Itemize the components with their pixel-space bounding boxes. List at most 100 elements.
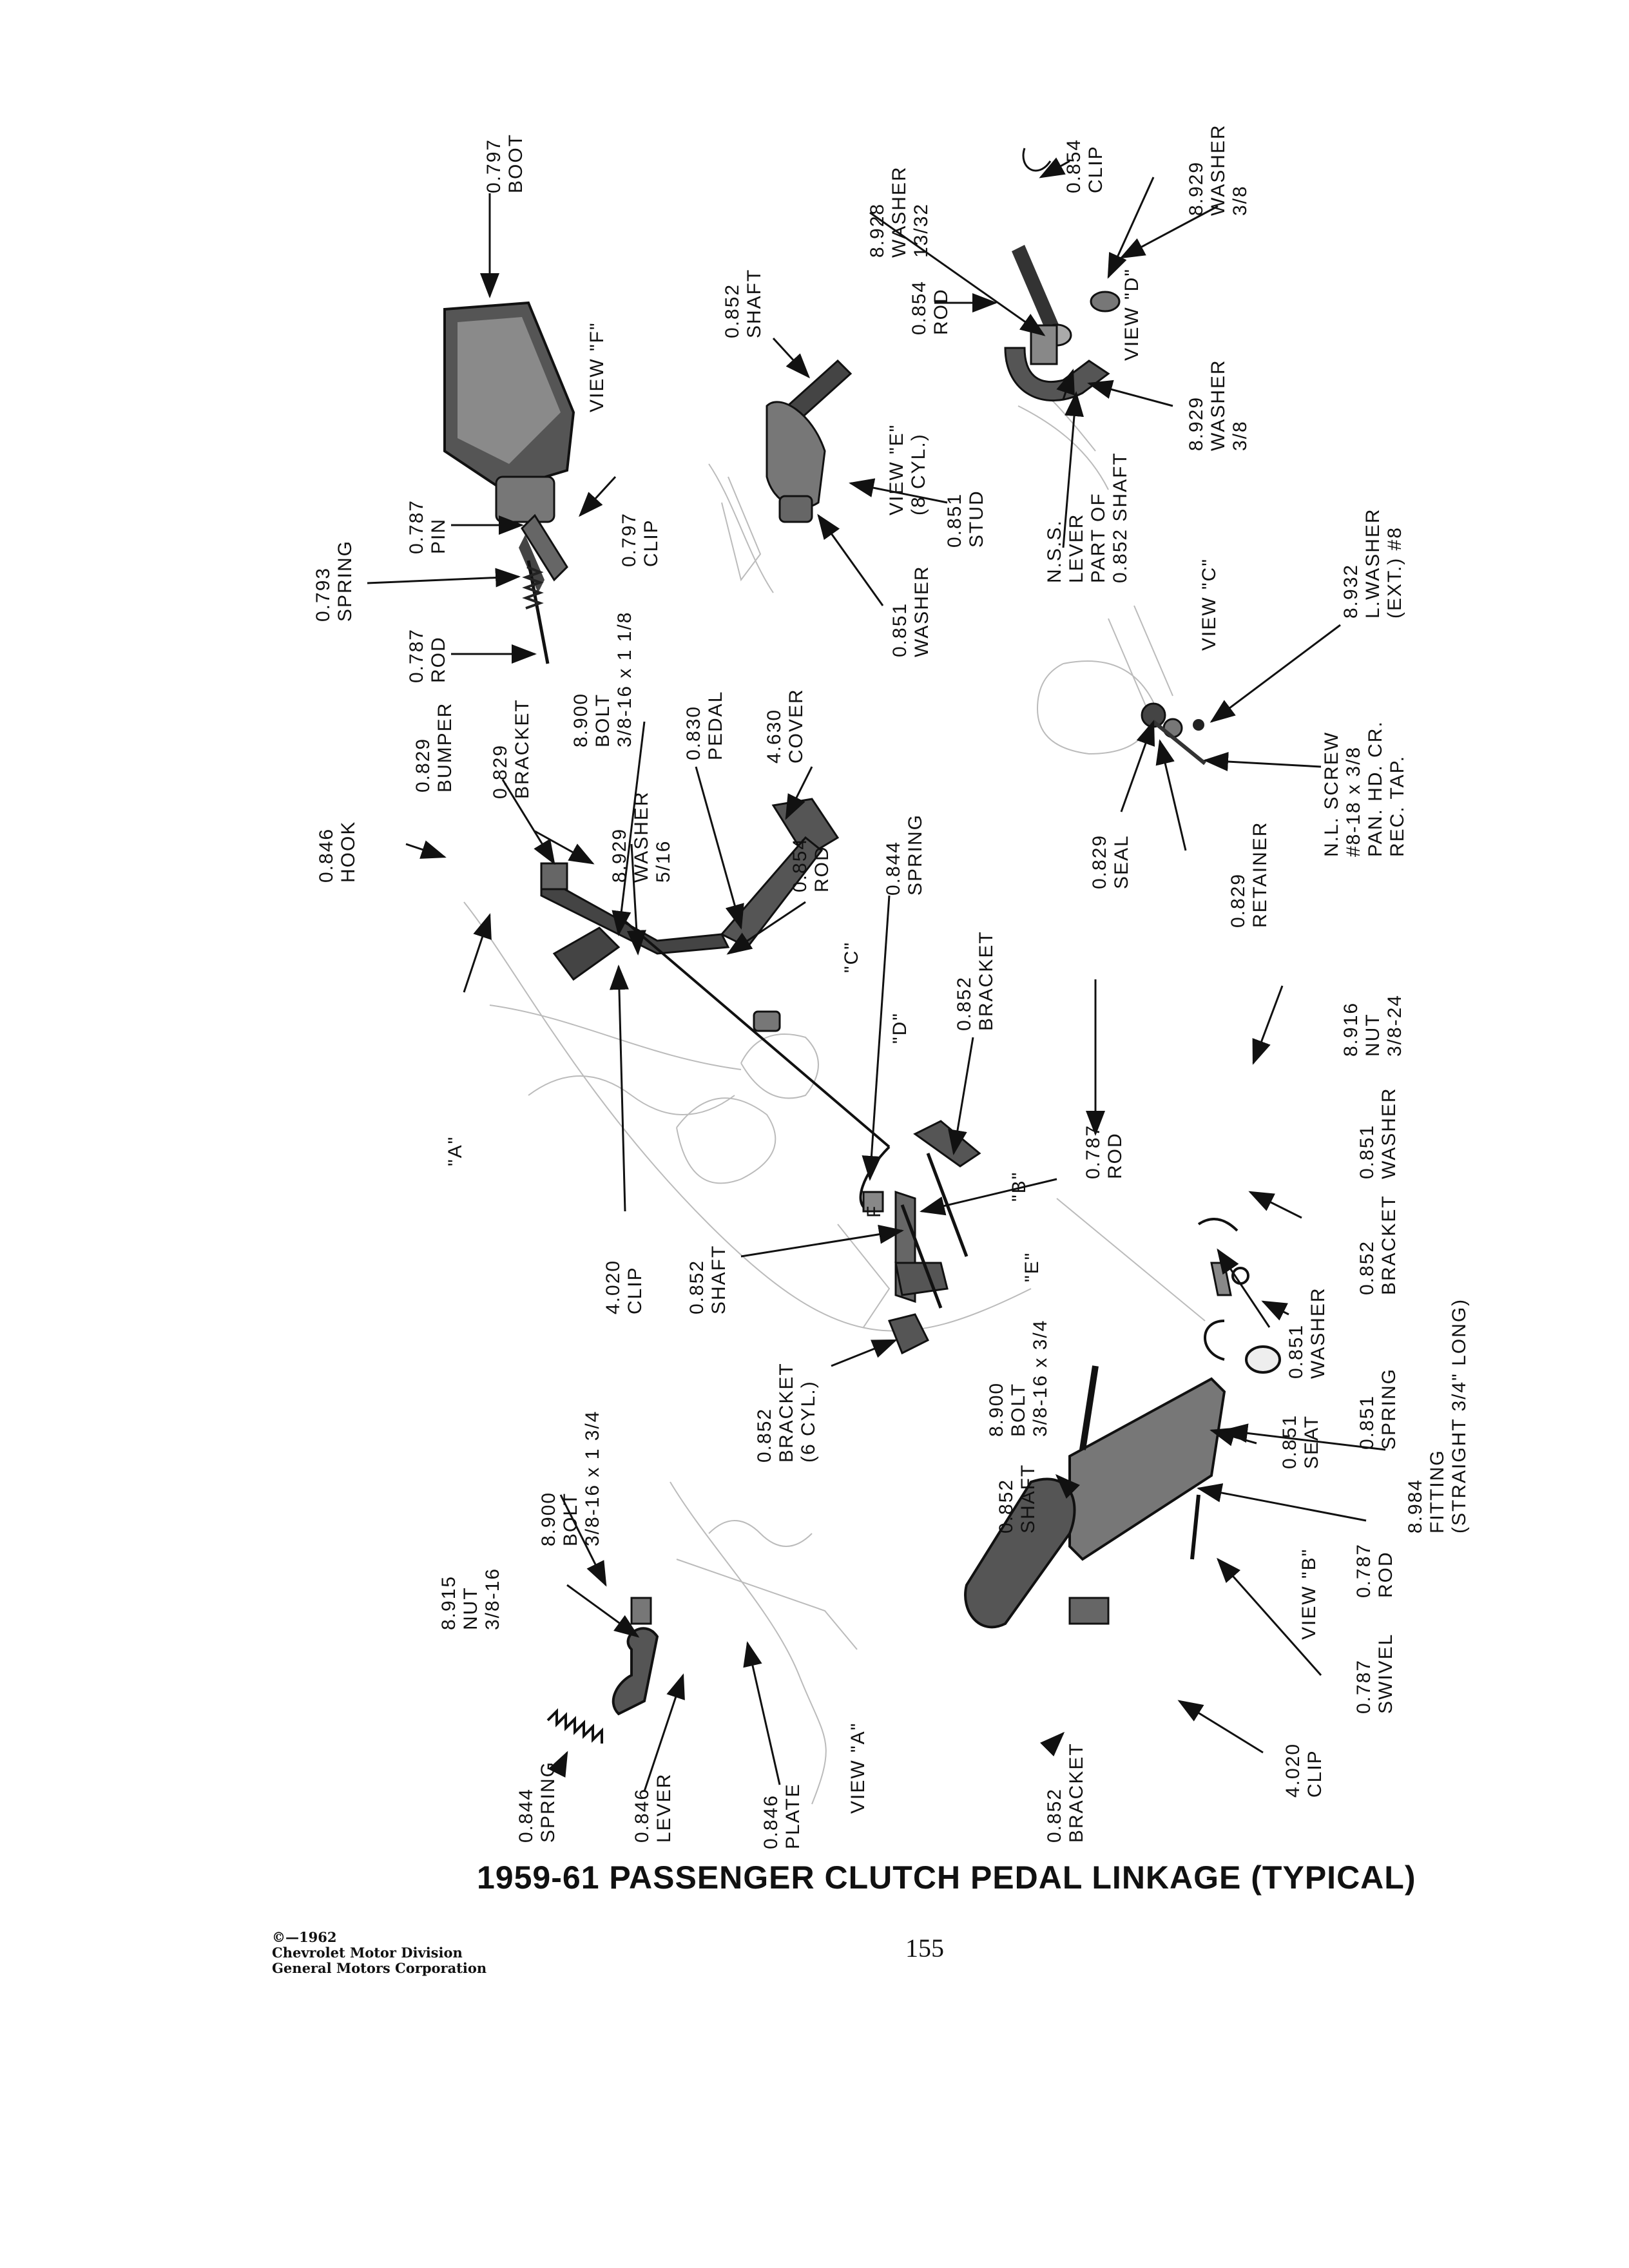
part-label-line: SHAFT bbox=[1017, 1463, 1039, 1533]
part-label-line: HOOK bbox=[338, 820, 359, 883]
part-label-line: ROD bbox=[811, 845, 833, 892]
part-label-line: 0.851 bbox=[1279, 1414, 1300, 1469]
part-label-line: PART OF bbox=[1088, 492, 1109, 583]
part-label-line: ROD bbox=[1104, 1132, 1126, 1179]
part-label-line: 0.829 bbox=[1228, 872, 1249, 928]
part-label-line: 8.929 bbox=[1186, 396, 1207, 451]
view-e-assembly bbox=[766, 359, 853, 523]
part-label-line: 0.829 bbox=[412, 737, 434, 793]
part-label-line: 0.852 bbox=[954, 975, 975, 1031]
part-label-line: 0.846 bbox=[316, 827, 337, 883]
part-label-line: ROD bbox=[930, 288, 952, 335]
part-label-line: 0.797 bbox=[619, 512, 640, 567]
part-label-line: 3/8 bbox=[1229, 420, 1251, 451]
part-label-line: 5/16 bbox=[653, 840, 674, 883]
part-label-line: (6 CYL.) bbox=[798, 1380, 819, 1463]
part-label-line: 0.787 bbox=[406, 499, 427, 554]
part-label-line: REC. TAP. bbox=[1387, 754, 1408, 857]
part-label-line: 0.852 SHAFT bbox=[1110, 452, 1131, 583]
callout-a: "A" bbox=[445, 1135, 466, 1166]
callout-f: F bbox=[863, 1204, 885, 1218]
part-label-line: COVER bbox=[786, 688, 807, 764]
part-label-line: BRACKET bbox=[512, 698, 533, 799]
view-e-line-2: (8 CYL.) bbox=[908, 433, 929, 515]
part-label-line: WASHER bbox=[1307, 1287, 1329, 1379]
part-label-line: 0.851 bbox=[1286, 1323, 1307, 1379]
part-label-line: PEDAL bbox=[705, 690, 726, 760]
part-label-line: CLIP bbox=[624, 1266, 646, 1314]
part-label-line: ROD bbox=[428, 636, 449, 683]
part-label-line: STUD bbox=[966, 490, 987, 548]
pedal-assembly bbox=[540, 798, 891, 1213]
part-label-line: NUT bbox=[460, 1586, 481, 1630]
part-label-line: 0.846 bbox=[760, 1794, 782, 1849]
part-label-line: BRACKET bbox=[976, 930, 997, 1031]
part-label-line: FITTING bbox=[1427, 1449, 1448, 1533]
part-label-line: 8.929 bbox=[1186, 160, 1207, 216]
part-label-line: 0.787 bbox=[1353, 1658, 1374, 1714]
part-label-line: WASHER bbox=[1208, 124, 1229, 216]
view-d-label: VIEW "D" bbox=[1121, 268, 1142, 361]
part-label-line: 8.900 bbox=[986, 1381, 1007, 1437]
part-label-line: WASHER bbox=[1378, 1087, 1400, 1179]
part-label-line: BOLT bbox=[560, 1492, 581, 1546]
copyright-line: Chevrolet Motor Division bbox=[272, 1945, 463, 1961]
part-label-line: 4.630 bbox=[764, 708, 785, 764]
part-label-line: 0.793 bbox=[313, 566, 334, 622]
part-label-line: 8.900 bbox=[570, 692, 592, 747]
part-label-line: 0.829 bbox=[1089, 834, 1110, 889]
part-label-line: 0.854 bbox=[1063, 138, 1084, 193]
part-label-line: LEVER bbox=[653, 1773, 675, 1843]
part-label-line: 0.830 bbox=[683, 705, 704, 760]
part-label-line: 3/8-16 x 1 1/8 bbox=[614, 611, 635, 747]
part-label-line: 3/8-16 x 3/4 bbox=[1030, 1319, 1051, 1437]
part-label-line: BUMPER bbox=[434, 702, 456, 793]
part-label-line: 0.852 bbox=[996, 1478, 1017, 1533]
part-label-line: BOLT bbox=[1008, 1382, 1029, 1437]
part-label-line: N.L. SCREW bbox=[1321, 731, 1342, 857]
part-label-line: SHAFT bbox=[708, 1244, 729, 1314]
part-label-line: 8.929 bbox=[609, 827, 630, 883]
callout-e: "E" bbox=[1021, 1251, 1043, 1282]
part-label-line: 0.852 bbox=[1356, 1240, 1378, 1295]
callout-c: "C" bbox=[841, 941, 862, 973]
part-label-line: LEVER bbox=[1066, 513, 1087, 583]
part-label-line: 0.854 bbox=[909, 280, 930, 335]
part-label-line: BRACKET bbox=[1378, 1195, 1400, 1295]
copyright-block: ©—1962 Chevrolet Motor Division General … bbox=[272, 1930, 487, 1976]
callout-d: "D" bbox=[889, 1012, 911, 1044]
part-label-line: SPRING bbox=[1378, 1367, 1400, 1450]
view-f-assembly bbox=[443, 301, 575, 664]
copyright-line: General Motors Corporation bbox=[272, 1960, 487, 1976]
part-label-line: 13/32 bbox=[911, 202, 932, 258]
part-label-line: 3/8-24 bbox=[1384, 994, 1405, 1057]
part-label-line: SPRING bbox=[905, 813, 926, 896]
part-label-line: SWIVEL bbox=[1375, 1633, 1396, 1714]
view-b-label: VIEW "B" bbox=[1298, 1548, 1320, 1640]
cross-shaft-assembly bbox=[887, 1120, 981, 1355]
copyright-line: ©—1962 bbox=[272, 1929, 337, 1945]
part-label-line: WASHER bbox=[889, 166, 910, 258]
part-label-line: SEAT bbox=[1301, 1414, 1322, 1469]
part-label-line: BOOT bbox=[505, 133, 526, 193]
part-label-line: 8.932 bbox=[1340, 563, 1362, 619]
